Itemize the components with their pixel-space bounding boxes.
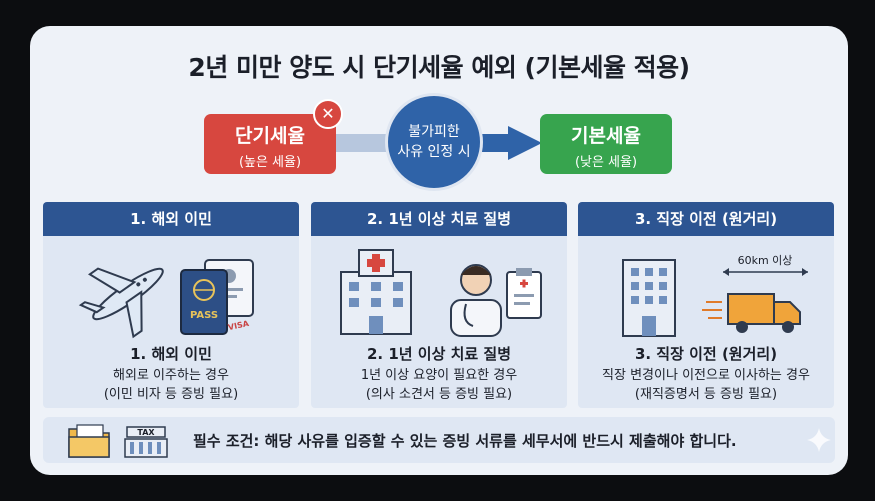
emigration-column: 1. 해외 이민 PASS VISA 1. 해외 이민 해외로 이주하는 경우 …: [43, 202, 299, 408]
basic-rate-label: 기본세율: [571, 125, 641, 147]
relocation-desc: 직장 변경이나 이전으로 이사하는 경우: [602, 368, 810, 383]
hospital-doctor-illustration: [340, 249, 542, 337]
emigration-evidence: (이민 비자 등 증빙 필요): [103, 387, 239, 402]
airplane-icon: [78, 267, 164, 339]
illness-evidence: (의사 소견서 등 증빙 필요): [365, 387, 513, 402]
distance-label: 60km 이상: [738, 254, 793, 267]
circle-line-1: 불가피한: [408, 124, 460, 140]
tax-label: TAX: [137, 428, 155, 437]
hospital-icon: [340, 249, 412, 335]
clipboard-icon: [506, 268, 542, 319]
basic-rate-sub: (낮은 세율): [574, 155, 638, 170]
building-truck-illustration: 60km 이상: [622, 254, 808, 337]
truck-icon: [702, 293, 801, 333]
illness-title: 2. 1년 이상 치료 질병: [366, 345, 512, 363]
requirement-note: TAX 필수 조건: 해당 사유를 입증할 수 있는 증빙 서류를 세무서에 반…: [43, 417, 835, 463]
relocation-column: 3. 직장 이전 (원거리) 60km 이상 3. 직장 이전: [578, 202, 834, 408]
relocation-header: 3. 직장 이전 (원거리): [578, 202, 834, 236]
short-term-rate-label: 단기세율: [235, 125, 305, 147]
relocation-title: 3. 직장 이전 (원거리): [634, 345, 778, 363]
basic-rate-box: 기본세율 (낮은 세율): [540, 114, 672, 174]
emigration-title: 1. 해외 이민: [130, 345, 212, 363]
unavoidable-reason-circle: 불가피한 사유 인정 시: [388, 96, 480, 188]
requirement-text: 필수 조건: 해당 사유를 입증할 수 있는 증빙 서류를 세무서에 반드시 제…: [193, 432, 737, 450]
short-term-rate-sub: (높은 세율): [238, 155, 302, 170]
short-term-rate-box: 단기세율 (높은 세율): [204, 114, 336, 174]
folder-icon: [68, 424, 110, 458]
x-mark-icon: ✕: [313, 99, 343, 129]
infographic-card: 2년 미만 양도 시 단기세율 예외 (기본세율 적용) 단기세율 (높은 세율…: [30, 26, 848, 475]
tax-office-icon: TAX: [124, 426, 168, 458]
page-title: 2년 미만 양도 시 단기세율 예외 (기본세율 적용): [188, 53, 690, 82]
airplane-passport-illustration: PASS VISA: [78, 259, 254, 339]
sparkle-icon: [807, 428, 831, 452]
visa-stamp-text: VISA: [227, 319, 250, 332]
relocation-evidence: (재직증명서 등 증빙 필요): [634, 387, 778, 402]
emigration-desc: 해외로 이주하는 경우: [113, 368, 229, 383]
illness-desc: 1년 이상 요양이 필요한 경우: [360, 368, 518, 383]
document-icons: TAX: [68, 424, 168, 458]
circle-line-2: 사유 인정 시: [397, 144, 471, 160]
illness-column: 2. 1년 이상 치료 질병 2.: [311, 202, 567, 408]
passport-icon: [180, 269, 228, 335]
emigration-header: 1. 해외 이민: [43, 202, 299, 236]
passport-text: PASS: [190, 310, 218, 321]
doctor-icon: [450, 264, 502, 337]
illness-header: 2. 1년 이상 치료 질병: [311, 202, 567, 236]
office-building-icon: [622, 259, 676, 337]
